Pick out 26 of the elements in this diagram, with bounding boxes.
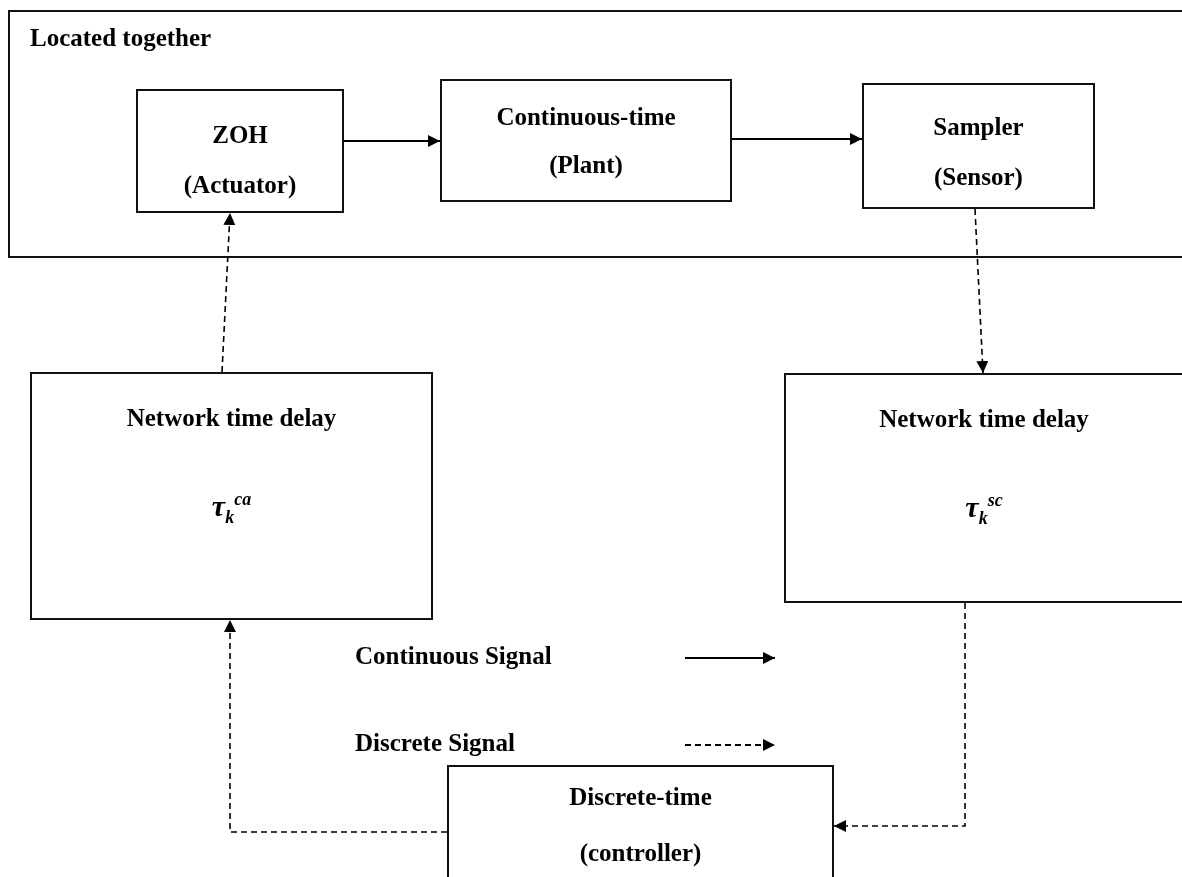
arrow — [974, 208, 989, 374]
process-box — [784, 373, 1182, 603]
box-label: (Plant) — [548, 151, 624, 179]
arrow — [833, 602, 966, 832]
legend-label: Continuous Signal — [355, 642, 552, 670]
process-box — [862, 83, 1095, 209]
arrow — [221, 212, 236, 373]
box-label: Network time delay — [878, 405, 1090, 433]
process-box — [447, 765, 834, 877]
process-box — [440, 79, 732, 202]
arrow — [731, 133, 863, 145]
box-label: Network time delay — [125, 404, 338, 432]
box-label: Discrete-time — [568, 783, 713, 811]
box-label: (controller) — [578, 839, 703, 867]
arrow — [343, 135, 441, 147]
box-label: ZOH — [211, 121, 269, 149]
box-label: (Actuator) — [182, 171, 298, 199]
process-box — [136, 89, 344, 213]
group-box — [8, 10, 1182, 258]
box-label: Continuous-time — [495, 103, 677, 131]
box-label: Sampler — [932, 113, 1025, 141]
arrow — [224, 619, 448, 833]
box-label: (Sensor) — [933, 163, 1024, 191]
process-box — [30, 372, 433, 620]
legend-label: Discrete Signal — [355, 729, 515, 757]
group-title: Located together — [30, 24, 212, 52]
